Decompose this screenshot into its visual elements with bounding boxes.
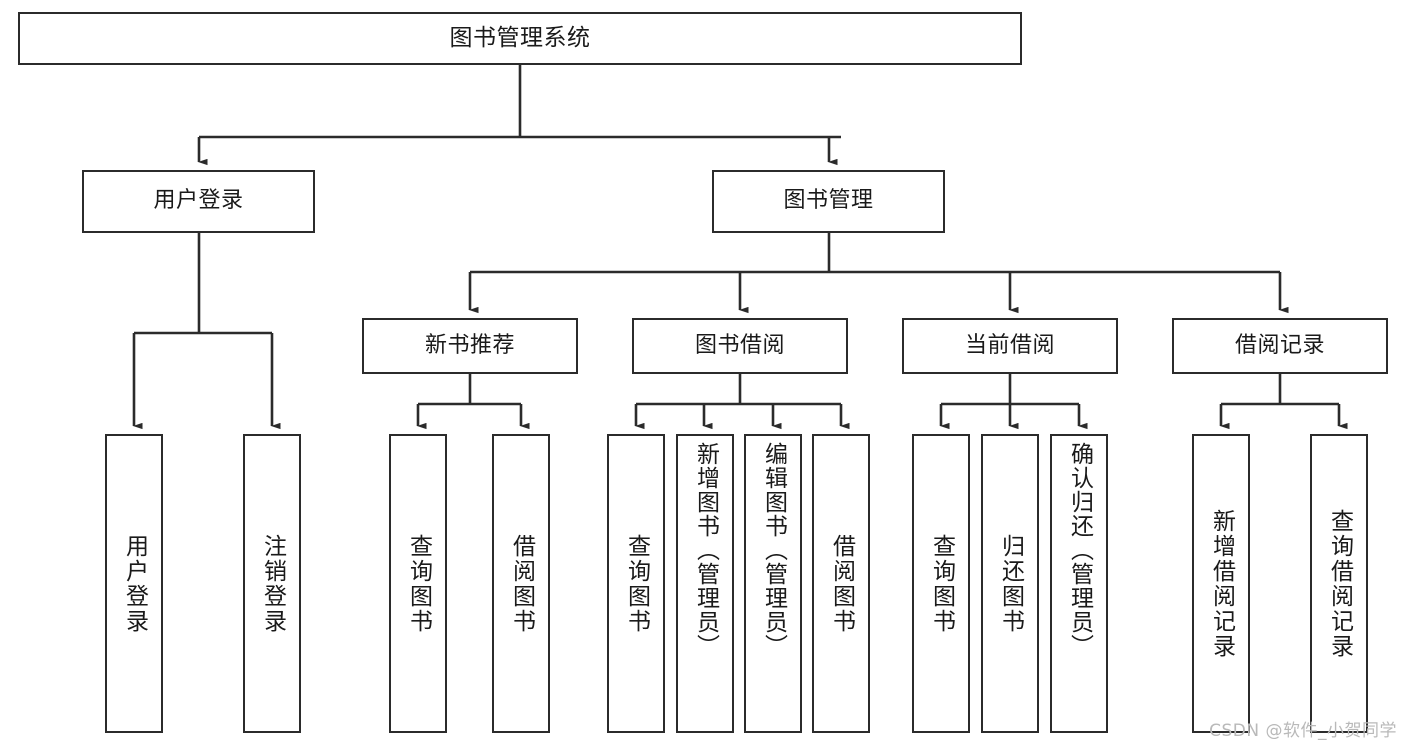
node-root-label: 图书管理系统 bbox=[449, 24, 591, 51]
node-current-borrow[interactable]: 当前借阅 bbox=[902, 318, 1118, 374]
node-leaf-user-login[interactable]: 用户登录 bbox=[105, 434, 163, 733]
node-leaf-query-record[interactable]: 查询借阅记录 bbox=[1310, 434, 1368, 733]
node-user-login[interactable]: 用户登录 bbox=[82, 170, 315, 233]
node-leaf-add-record[interactable]: 新增借阅记录 bbox=[1192, 434, 1250, 733]
node-leaf-query-book-2[interactable]: 查询图书 bbox=[607, 434, 665, 733]
node-leaf-query-book-1-label: 查询图书 bbox=[405, 533, 432, 634]
node-leaf-edit-book[interactable]: 编辑图书（管理员） bbox=[744, 434, 802, 733]
node-book-manage-label: 图书管理 bbox=[783, 188, 874, 214]
node-leaf-user-logout[interactable]: 注销登录 bbox=[243, 434, 301, 733]
node-leaf-return-book[interactable]: 归还图书 bbox=[981, 434, 1039, 733]
node-leaf-user-login-label: 用户登录 bbox=[121, 533, 148, 634]
node-leaf-add-book[interactable]: 新增图书（管理员） bbox=[676, 434, 734, 733]
node-leaf-edit-book-label: 编辑图书（管理员） bbox=[760, 442, 787, 658]
node-leaf-query-book-1[interactable]: 查询图书 bbox=[389, 434, 447, 733]
node-leaf-user-logout-label: 注销登录 bbox=[259, 533, 286, 634]
node-leaf-add-record-label: 新增借阅记录 bbox=[1208, 508, 1235, 659]
node-leaf-confirm-return[interactable]: 确认归还（管理员） bbox=[1050, 434, 1108, 733]
node-leaf-query-book-2-label: 查询图书 bbox=[623, 533, 650, 634]
node-leaf-borrow-book-2-label: 借阅图书 bbox=[828, 533, 855, 634]
node-new-book-recommend[interactable]: 新书推荐 bbox=[362, 318, 578, 374]
node-book-manage[interactable]: 图书管理 bbox=[712, 170, 945, 233]
node-leaf-query-book-3-label: 查询图书 bbox=[928, 533, 955, 634]
node-leaf-add-book-label: 新增图书（管理员） bbox=[692, 442, 719, 658]
node-borrow-record-label: 借阅记录 bbox=[1234, 332, 1325, 358]
node-user-login-label: 用户登录 bbox=[153, 188, 244, 214]
node-leaf-borrow-book-1-label: 借阅图书 bbox=[508, 533, 535, 634]
node-leaf-query-record-label: 查询借阅记录 bbox=[1326, 508, 1353, 659]
watermark-text: CSDN @软件_小贺同学 bbox=[1209, 721, 1397, 741]
node-leaf-return-book-label: 归还图书 bbox=[997, 533, 1024, 634]
node-leaf-borrow-book-1[interactable]: 借阅图书 bbox=[492, 434, 550, 733]
node-leaf-query-book-3[interactable]: 查询图书 bbox=[912, 434, 970, 733]
node-leaf-borrow-book-2[interactable]: 借阅图书 bbox=[812, 434, 870, 733]
node-book-borrow-label: 图书借阅 bbox=[694, 332, 785, 358]
node-root[interactable]: 图书管理系统 bbox=[18, 12, 1022, 65]
node-leaf-confirm-return-label: 确认归还（管理员） bbox=[1066, 442, 1093, 658]
node-new-book-recommend-label: 新书推荐 bbox=[424, 332, 515, 358]
node-current-borrow-label: 当前借阅 bbox=[964, 332, 1055, 358]
node-borrow-record[interactable]: 借阅记录 bbox=[1172, 318, 1388, 374]
node-book-borrow[interactable]: 图书借阅 bbox=[632, 318, 848, 374]
